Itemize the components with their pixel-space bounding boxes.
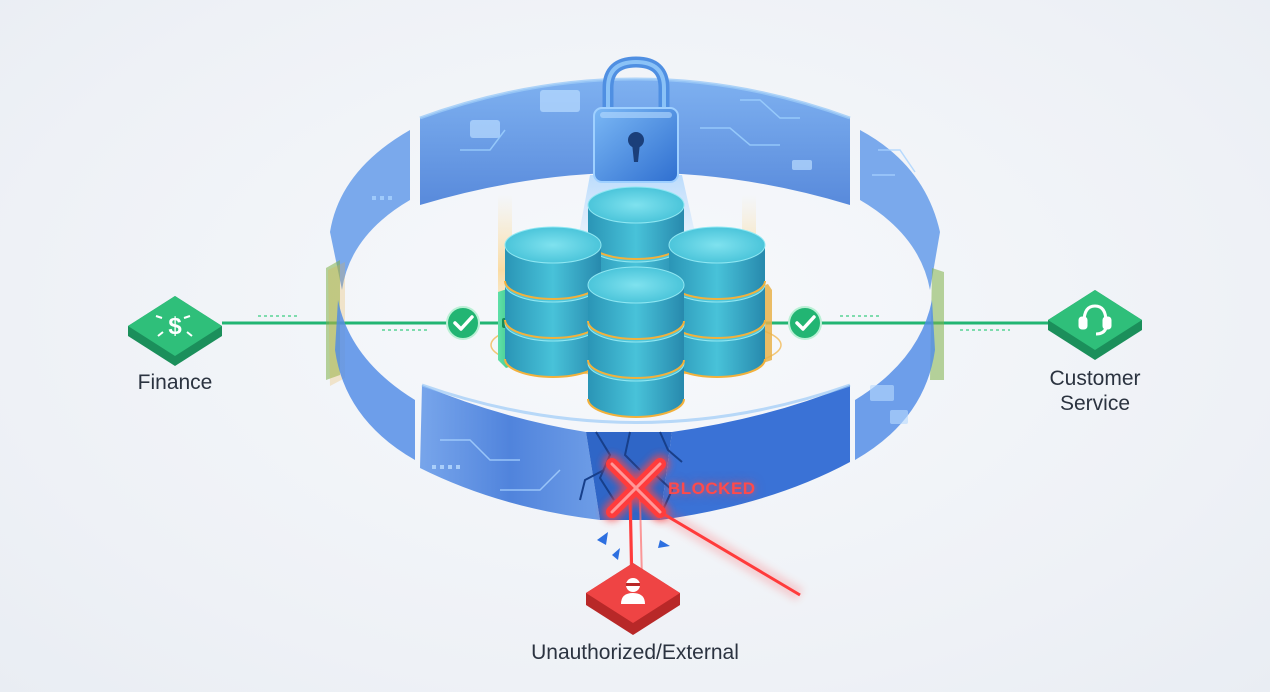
finance-check-icon (446, 306, 480, 340)
blocked-x-icon (603, 455, 669, 521)
database-icon (504, 226, 602, 378)
customer-service-check-icon (788, 306, 822, 340)
headset-icon (1078, 304, 1112, 336)
svg-text:$: $ (168, 313, 182, 340)
padlock-icon (593, 56, 679, 183)
blocked-label: BLOCKED (668, 479, 756, 498)
customer-service-label-line2: Service (1059, 392, 1131, 415)
external-node (586, 563, 680, 635)
customer-service-label: Customer Service (1020, 366, 1170, 416)
dollar-icon: $ (155, 313, 193, 340)
firewall-ring-sides (326, 260, 944, 460)
database-icon (587, 266, 685, 418)
hacker-icon (621, 578, 645, 604)
finance-node: $ (128, 296, 222, 366)
database-cluster (504, 186, 766, 418)
finance-label: Finance (137, 371, 213, 394)
external-label: Unauthorized/External (531, 641, 739, 664)
database-icon (668, 226, 766, 378)
customer-service-label-line1: Customer (1049, 367, 1141, 390)
customer-service-node (1048, 290, 1142, 360)
